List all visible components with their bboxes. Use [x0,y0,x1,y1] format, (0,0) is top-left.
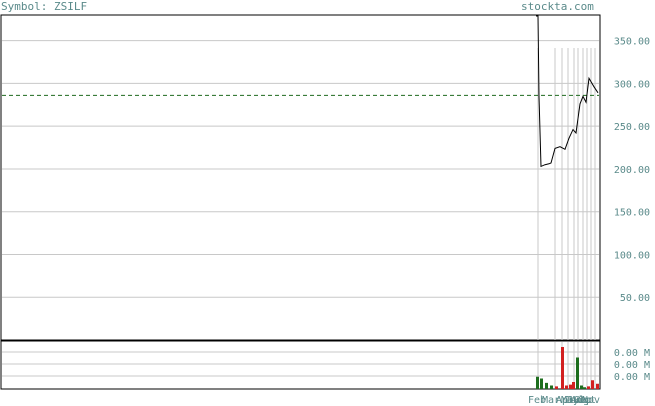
volume-bar [550,385,553,389]
volume-bar [540,378,543,389]
x-axis-label: Jul [567,395,585,406]
symbol-label: Symbol: ZSILF [1,0,88,13]
price-tick-label: 350.00 [614,37,650,48]
x-axis-label: Jun [564,395,582,406]
x-axis-label: Sep [574,395,592,406]
price-y-ticks: 350.00 300.00 250.00 200.00 150.00 100.00 50.0… [614,37,650,305]
volume-bar [576,357,579,389]
price-tick-label: 250.00 [614,122,650,133]
volume-tick-label: 0.00 M [614,360,650,371]
volume-bar [569,384,572,389]
volume-bar [555,386,558,389]
volume-bar [587,386,590,389]
volume-bar [591,380,594,389]
volume-bar [545,382,548,389]
volume-bar [536,376,539,389]
x-axis-label: Oct [578,395,596,406]
x-axis-label: Aug [571,395,589,406]
volume-bar [572,382,575,389]
volume-panel-frame [0,340,601,390]
price-tick-label: 50.00 [620,293,650,304]
price-tick-label: 100.00 [614,250,650,261]
x-axis-label: May [561,395,579,406]
volume-grid [2,351,599,377]
x-axis-label: Mar [542,395,560,406]
price-tick-label: 150.00 [614,208,650,219]
price-tick-label: 300.00 [614,79,650,90]
volume-tick-label: 0.00 M [614,348,650,359]
x-axis-label: Feb [528,395,546,406]
volume-bar [596,383,599,389]
x-axis-label: Nov [582,395,600,406]
price-tick-label: 200.00 [614,165,650,176]
volume-tick-label: 0.00 M [614,372,650,383]
price-series [536,15,599,168]
volume-bar [565,385,568,389]
volume-bar [580,385,583,389]
x-axis-label: Apr [556,395,574,406]
volume-series [536,347,599,389]
volume-y-ticks: 0.00 M0.00 M0.00 M [614,348,650,383]
brand-label: stockta.com [521,0,594,13]
price-panel-frame [0,14,601,341]
price-line [536,15,599,168]
volume-bar [561,347,564,389]
price-grid [2,40,599,298]
volume-bar [583,387,586,389]
